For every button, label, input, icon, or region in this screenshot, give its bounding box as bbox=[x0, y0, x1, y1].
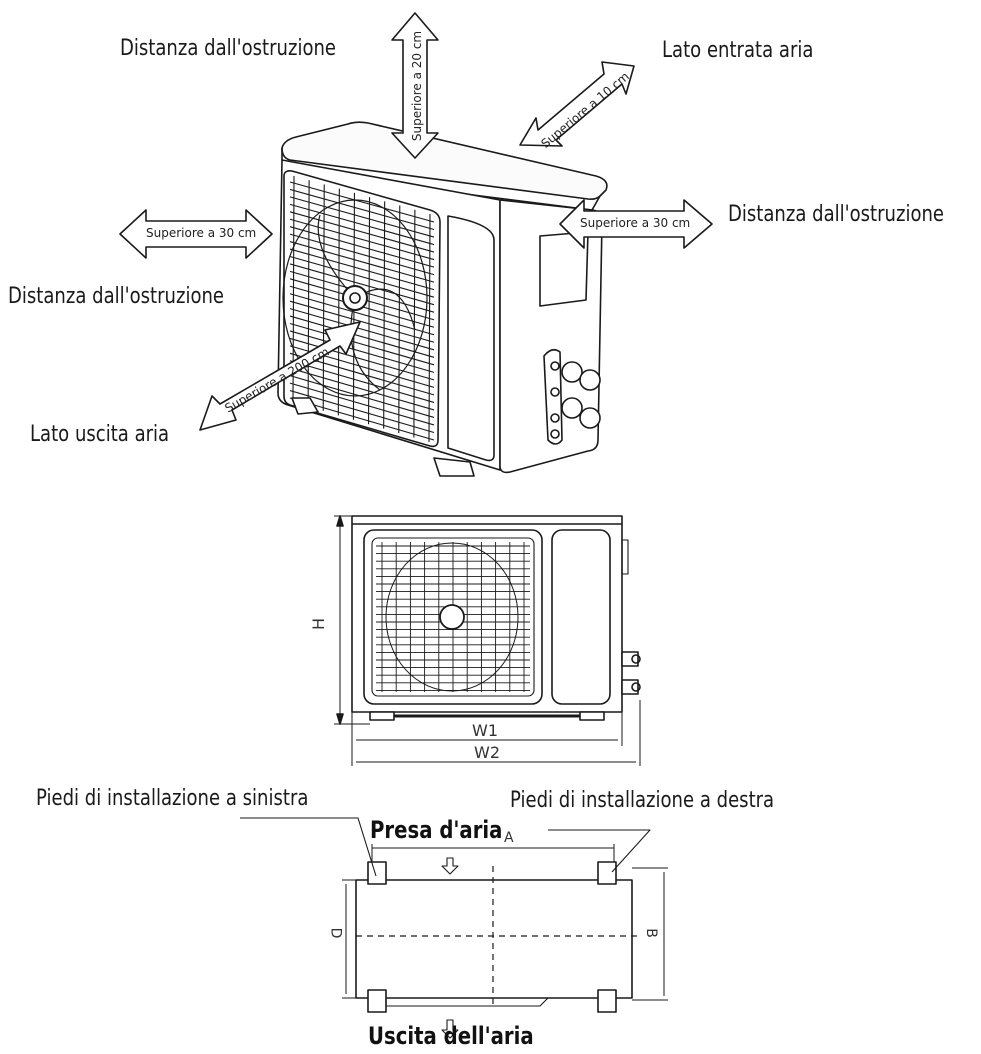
grille-bar bbox=[289, 293, 435, 336]
label-air-outlet-side: Lato uscita aria bbox=[30, 422, 170, 447]
outdoor-unit-3d bbox=[277, 121, 608, 477]
grille-bar bbox=[289, 308, 435, 351]
grille-bar bbox=[289, 248, 435, 291]
dim-w2-label: W2 bbox=[474, 743, 500, 762]
label-left-feet: Piedi di installazione a sinistra bbox=[36, 786, 309, 811]
label-distance-top-left: Distanza dall'ostruzione bbox=[120, 36, 337, 61]
label-distance-right: Distanza dall'ostruzione bbox=[728, 202, 945, 227]
dim-b-label: B bbox=[642, 928, 659, 938]
grille-bar bbox=[289, 241, 435, 283]
label-air-exit: Uscita dell'aria bbox=[368, 1022, 534, 1050]
grille-bar bbox=[289, 203, 435, 246]
grille-bar bbox=[289, 360, 435, 403]
grille-bar bbox=[413, 209, 416, 438]
service-valves bbox=[543, 348, 601, 445]
grille-bar bbox=[368, 197, 371, 425]
grille-bar bbox=[398, 205, 401, 434]
dim-a-label: A bbox=[504, 830, 514, 846]
grille-bar bbox=[428, 213, 431, 443]
arrow-right-shape bbox=[559, 199, 713, 249]
label-distance-left: Distanza dall'ostruzione bbox=[8, 284, 225, 309]
grille-bar bbox=[289, 367, 435, 411]
label-air-inlet-side: Lato entrata aria bbox=[662, 38, 814, 63]
arrow-front-shape bbox=[199, 321, 361, 431]
grille-bar bbox=[337, 188, 340, 416]
grille-bar bbox=[383, 201, 386, 429]
label-air-intake: Presa d'aria bbox=[370, 816, 503, 844]
clearance-arrows bbox=[119, 12, 713, 431]
grille-bar bbox=[289, 211, 435, 253]
grille-bar bbox=[289, 233, 435, 276]
grille-bar bbox=[289, 188, 435, 231]
grille-bar bbox=[289, 322, 435, 366]
grille-bar bbox=[289, 375, 435, 418]
arrow-right-label: Superiore a 30 cm bbox=[580, 216, 691, 230]
grille-bar bbox=[289, 263, 435, 306]
label-right-feet: Piedi di installazione a destra bbox=[510, 788, 775, 813]
dim-height-label: H bbox=[309, 617, 329, 631]
grille-bar bbox=[289, 330, 435, 373]
arrow-top-shape bbox=[391, 12, 439, 159]
grille-bar bbox=[322, 184, 325, 411]
grille-bar bbox=[289, 218, 435, 261]
arrow-top-label: Superiore a 20 cm bbox=[410, 30, 425, 142]
front-view bbox=[334, 515, 641, 766]
arrow-left-shape bbox=[119, 209, 273, 259]
grille-bar bbox=[307, 180, 310, 407]
grille-bar bbox=[289, 382, 435, 426]
grille-bar bbox=[289, 315, 435, 358]
plan-view bbox=[240, 817, 668, 1039]
grille-bar bbox=[289, 390, 435, 434]
grille-bar bbox=[289, 255, 435, 298]
grille-bar bbox=[289, 300, 435, 343]
arrow-left-label: Superiore a 30 cm bbox=[146, 226, 257, 240]
arrow-back-shape bbox=[519, 61, 635, 147]
dim-d-label: D bbox=[327, 927, 344, 939]
grille-bar bbox=[289, 181, 435, 223]
dim-w1-label: W1 bbox=[472, 721, 498, 740]
grille-bar bbox=[289, 337, 435, 381]
grille-bar bbox=[289, 196, 435, 238]
grille-bar bbox=[289, 226, 435, 268]
